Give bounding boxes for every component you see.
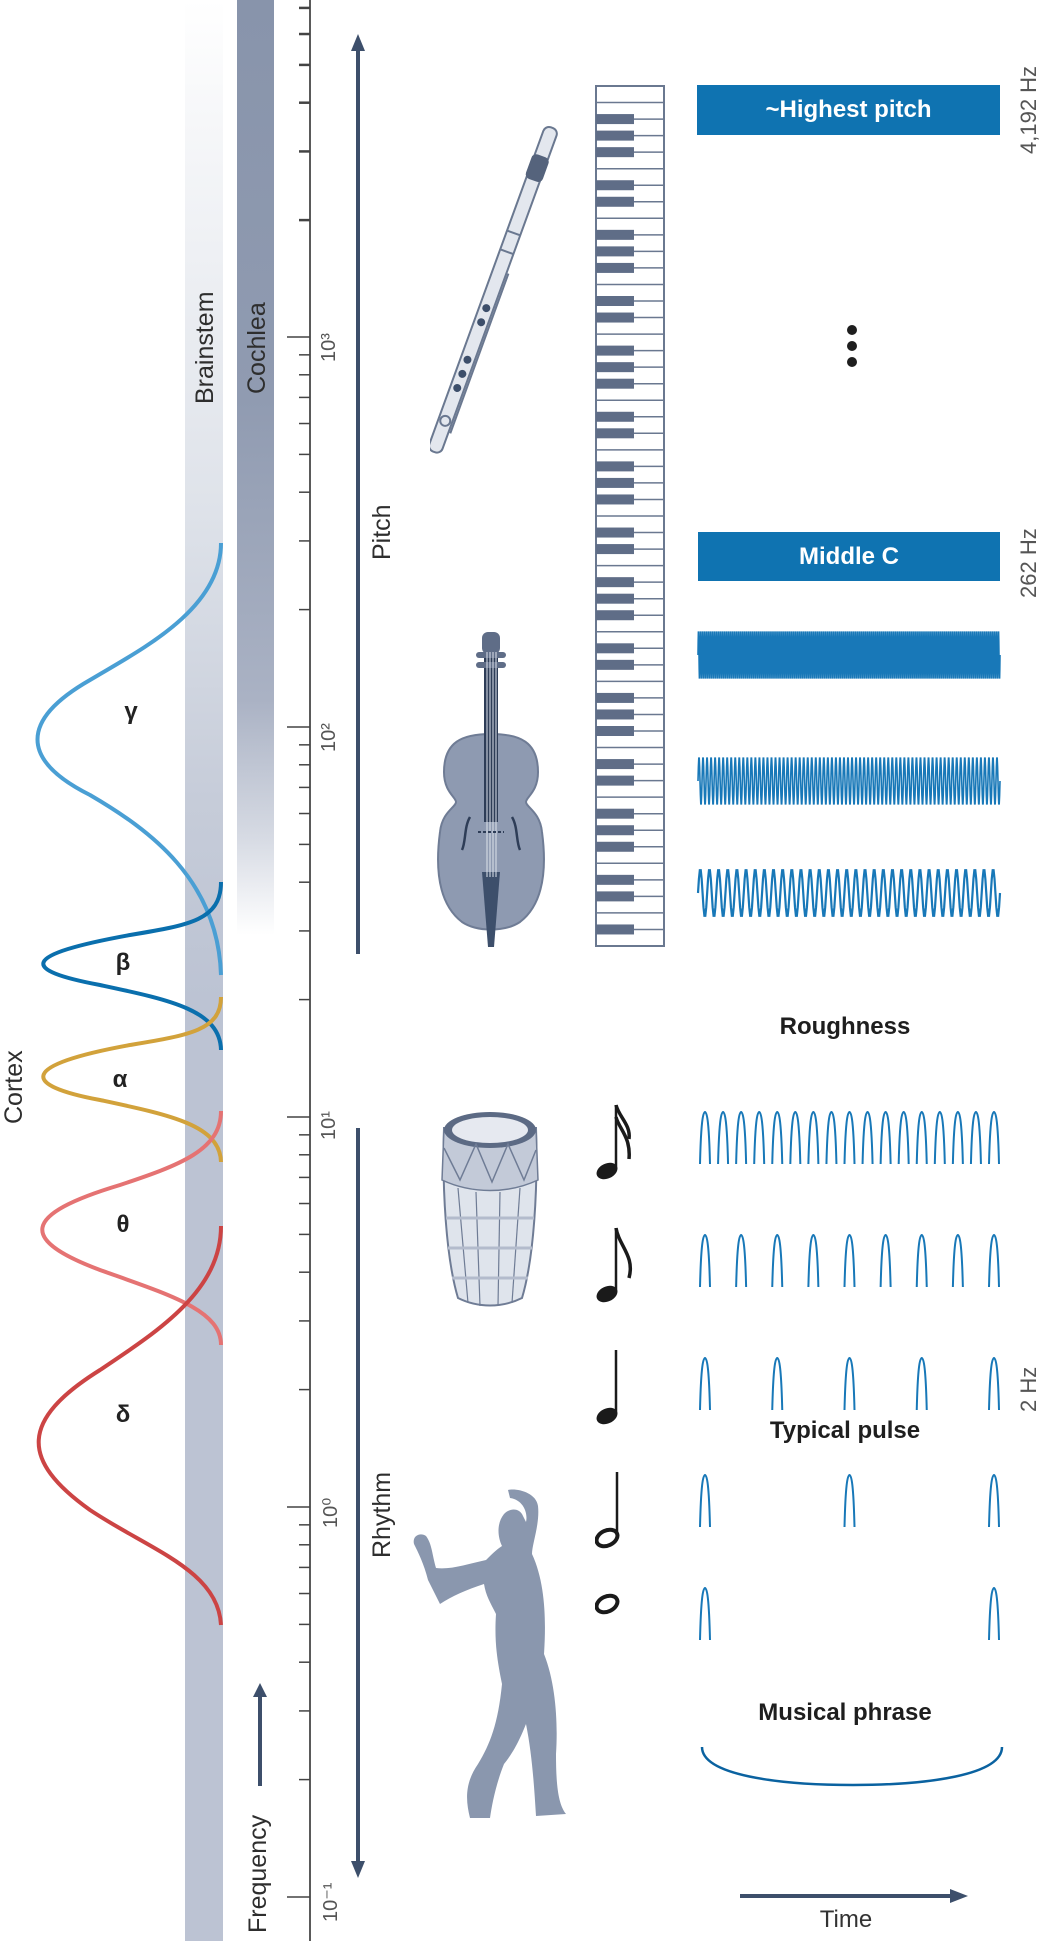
piano-keyboard: [595, 85, 665, 947]
roughness-label: Roughness: [779, 1013, 911, 1040]
ellipsis-icon: [846, 325, 858, 369]
drum-icon: [441, 1112, 539, 1307]
frequency-arrow-icon: [253, 1683, 267, 1786]
highest-pitch-hz: 4,192 Hz: [1016, 65, 1041, 154]
frequency-label: Frequency: [244, 1814, 272, 1933]
alpha-curve: [41, 996, 223, 1163]
typical-pulse-hz: 2 Hz: [1016, 1366, 1041, 1412]
middle-c-box: Middle C: [698, 532, 1000, 581]
tick-label-1e-1: 10⁻¹: [320, 1882, 342, 1922]
frequency-axis: [287, 0, 311, 1941]
oscillation-curves: [35, 542, 223, 1626]
beta-symbol: β: [115, 949, 131, 976]
musical-phrase-label: Musical phrase: [758, 1699, 932, 1726]
note-icons: [595, 1104, 633, 1615]
flute-icon: [430, 125, 558, 454]
highest-pitch-label: ~Highest pitch: [765, 96, 932, 123]
tick-label-1e2: 10²: [318, 723, 340, 752]
middle-c-hz: 262 Hz: [1016, 528, 1041, 598]
beta-curve: [41, 881, 223, 1051]
dancer-icon: [413, 1489, 566, 1818]
typical-pulse-label: Typical pulse: [769, 1417, 921, 1444]
middle-c-label: Middle C: [799, 542, 899, 570]
theta-curve: [40, 1110, 223, 1346]
cello-icon: [437, 632, 545, 947]
pitch-waveforms: [696, 631, 1002, 917]
cochlea-band: [237, 0, 274, 935]
brainstem-band: [185, 0, 223, 1941]
time-arrow-icon: [740, 1889, 968, 1903]
highest-pitch-box: ~Highest pitch: [697, 85, 1000, 135]
time-label: Time: [819, 1906, 873, 1933]
delta-symbol: δ: [115, 1401, 131, 1428]
tick-label-1e0: 10⁰: [320, 1497, 342, 1528]
rhythm-arrow-icon: [351, 1128, 365, 1878]
alpha-symbol: α: [112, 1066, 128, 1093]
tick-label-1e3: 10³: [318, 333, 340, 362]
delta-curve: [36, 1225, 223, 1626]
theta-symbol: θ: [116, 1211, 130, 1238]
gamma-symbol: γ: [124, 698, 138, 725]
rhythm-label: Rhythm: [368, 1471, 396, 1558]
pitch-arrow-icon: [351, 34, 365, 954]
rhythm-pulse-trains: [699, 1110, 1000, 1641]
tick-label-1e1: 10¹: [318, 1111, 340, 1140]
phrase-bracket-icon: [700, 1746, 1004, 1787]
pitch-label: Pitch: [368, 504, 396, 560]
gamma-curve: [35, 542, 223, 976]
